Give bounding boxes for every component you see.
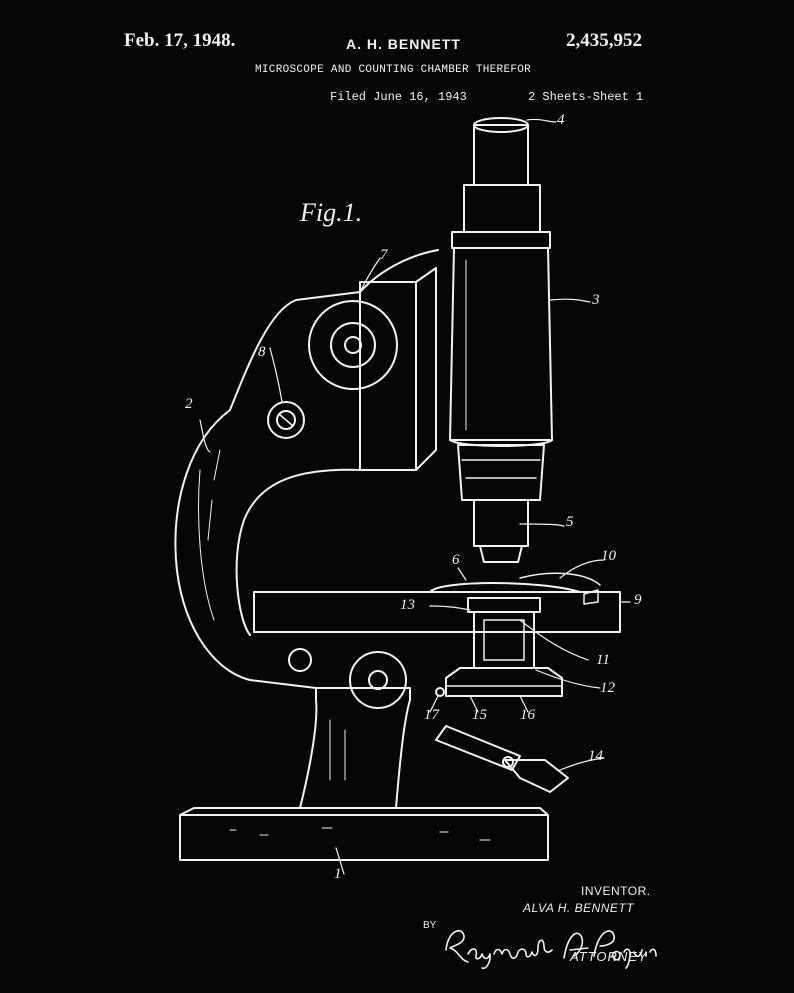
patent-number: 2,435,952 bbox=[566, 30, 642, 51]
tube-block bbox=[359, 267, 437, 471]
ref-numeral: 3 bbox=[592, 292, 600, 308]
inventor-name: ALVA H. BENNETT bbox=[523, 901, 635, 915]
ref-numeral: 5 bbox=[566, 514, 574, 530]
sheet-count: 2 Sheets-Sheet 1 bbox=[528, 90, 644, 104]
patent-title: MICROSCOPE AND COUNTING CHAMBER THEREFOR bbox=[255, 64, 532, 76]
by-label: BY bbox=[423, 920, 437, 931]
microscope-base bbox=[179, 807, 549, 861]
ref-numeral: 6 bbox=[452, 552, 460, 568]
ref-numeral: 2 bbox=[185, 396, 193, 412]
mirror-lever bbox=[435, 725, 569, 793]
ref-numeral: 16 bbox=[520, 707, 535, 723]
microscope-pillar bbox=[299, 687, 411, 809]
inventor-caption: INVENTOR. bbox=[581, 884, 651, 898]
microscope-stage bbox=[253, 572, 621, 633]
ref-numeral: 1 bbox=[334, 866, 342, 882]
patent-date: Feb. 17, 1948. bbox=[124, 30, 236, 51]
ref-numeral: 4 bbox=[557, 112, 565, 128]
ref-numeral: 11 bbox=[596, 652, 610, 668]
counting-chamber bbox=[435, 597, 563, 697]
ref-numeral: 17 bbox=[424, 707, 439, 723]
attorney-label: ATTORNEY bbox=[570, 949, 648, 964]
objective-lens bbox=[473, 499, 529, 563]
ref-numeral: 9 bbox=[634, 592, 642, 608]
ref-numeral: 12 bbox=[600, 680, 615, 696]
header-inventor: A. H. BENNETT bbox=[346, 36, 461, 52]
ref-numeral: 8 bbox=[258, 344, 266, 360]
attorney-signature bbox=[445, 929, 657, 970]
filed-date: Filed June 16, 1943 bbox=[330, 90, 467, 104]
ref-numeral: 7 bbox=[380, 247, 388, 263]
ref-numeral: 13 bbox=[400, 597, 415, 613]
ref-numeral: 15 bbox=[472, 707, 487, 723]
figure-label: Fig.1. bbox=[300, 198, 363, 227]
focus-knobs bbox=[267, 300, 398, 439]
ref-numeral: 10 bbox=[601, 548, 616, 564]
ref-numeral: 14 bbox=[588, 748, 603, 764]
microscope-arm bbox=[174, 249, 439, 689]
substage-knob bbox=[288, 648, 407, 709]
leader-lines bbox=[199, 118, 631, 875]
body-tube bbox=[449, 117, 553, 501]
